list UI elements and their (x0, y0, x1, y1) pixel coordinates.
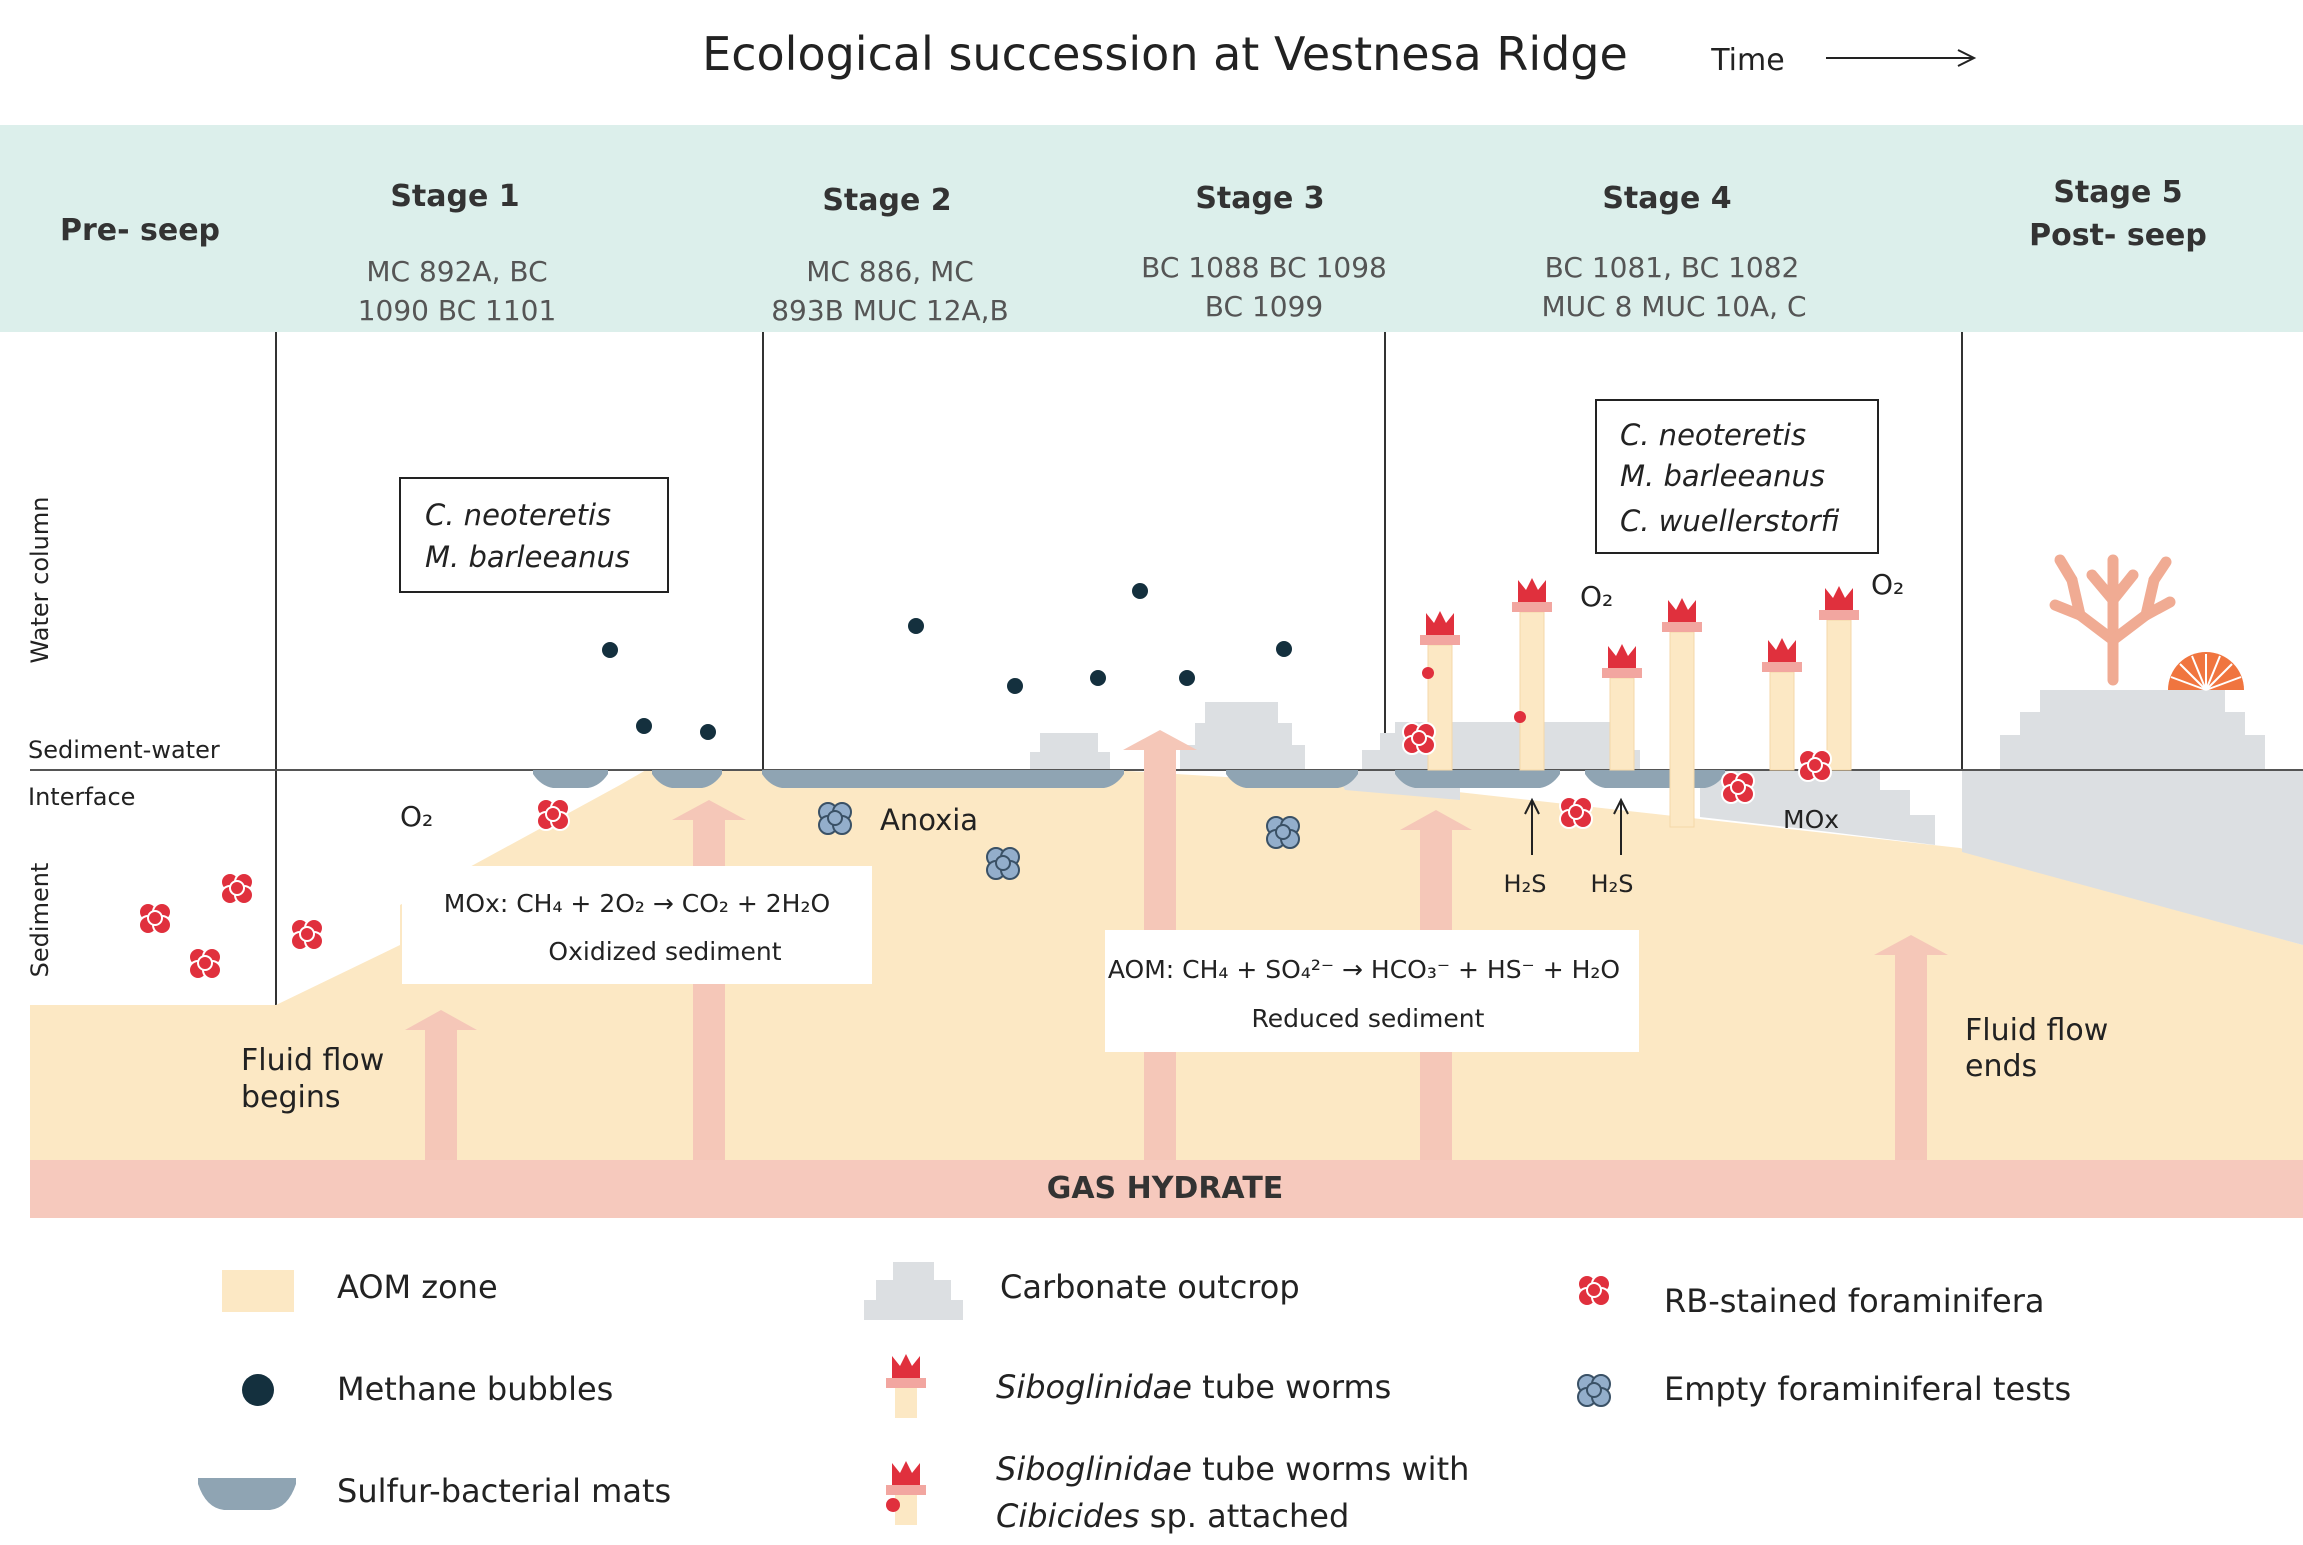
oxidized-sediment-label: Oxidized sediment (548, 937, 781, 966)
legend-carbonate-label: Carbonate outcrop (1000, 1268, 1300, 1306)
aom-reaction-box: AOM: CH₄ + SO₄²⁻ → HCO₃⁻ + HS⁻ + H₂O Red… (1105, 930, 1639, 1052)
fluid-flow-ends-line1: Fluid flow (1965, 1013, 2108, 1048)
o2-label-stage-4b: O₂ (1871, 568, 1904, 601)
stage-2-samples-line1: MC 886, MC (806, 255, 974, 288)
species-2-3: C. wuellerstorfi (1620, 504, 1840, 538)
stage-2-label: Stage 2 (822, 183, 951, 218)
species-box-stage-1: C. neoteretis M. barleeanus (399, 477, 669, 593)
time-label: Time (1710, 43, 1784, 78)
legend-methane-bubble-swatch (242, 1374, 274, 1406)
mox-reaction: MOx: CH₄ + 2O₂ → CO₂ + 2H₂O (444, 889, 830, 918)
legend-rb-stained-label: RB-stained foraminifera (1664, 1282, 2044, 1320)
legend-carbonate-swatch (864, 1262, 963, 1320)
legend-rb-foram-swatch (1577, 1274, 1611, 1307)
stage-4-label: Stage 4 (1602, 181, 1731, 216)
interface-label: Interface (28, 783, 135, 811)
gas-hydrate-band (30, 1160, 2303, 1218)
stage-1-samples-line1: MC 892A, BC (366, 255, 547, 288)
o2-label-stage-1: O₂ (400, 800, 433, 833)
legend-aom-zone-swatch (222, 1270, 294, 1312)
aom-reaction: AOM: CH₄ + SO₄²⁻ → HCO₃⁻ + HS⁻ + H₂O (1108, 955, 1620, 984)
reduced-sediment-label: Reduced sediment (1252, 1004, 1485, 1033)
species-1-2: M. barleeanus (425, 540, 630, 574)
species-2-1: C. neoteretis (1620, 418, 1806, 452)
stage-1-label: Stage 1 (390, 179, 519, 214)
legend-tube-worms-with-label: Siboglinidae tube worms with (996, 1450, 1469, 1488)
stage-3-label: Stage 3 (1195, 181, 1324, 216)
sediment-label: Sediment (26, 863, 54, 978)
species-2-2: M. barleeanus (1620, 459, 1825, 493)
anoxia-label: Anoxia (880, 803, 978, 837)
species-box-stage-4: C. neoteretis M. barleeanus C. wuellerst… (1595, 399, 1879, 554)
fluid-flow-ends-line2: ends (1965, 1049, 2037, 1084)
legend-cibicides-label: Cibicides sp. attached (996, 1497, 1349, 1535)
stage-5-label: Stage 5 (2053, 175, 2182, 210)
carbonate-outcrops (1030, 690, 2265, 770)
sponge-icon (2168, 652, 2244, 691)
species-1-1: C. neoteretis (425, 498, 611, 532)
stage-3-samples-line1: BC 1088 BC 1098 (1141, 251, 1387, 284)
stage-dividers (275, 332, 1963, 1005)
legend-empty-foram-swatch (1577, 1374, 1611, 1407)
h2s-arrows (1524, 797, 1629, 855)
stage-2-samples-line2: 893B MUC 12A,B (771, 294, 1009, 327)
mox-reaction-box: MOx: CH₄ + 2O₂ → CO₂ + 2H₂O Oxidized sed… (402, 866, 872, 984)
diagram-title: Ecological succession at Vestnesa Ridge (702, 27, 1628, 81)
legend-methane-bubbles-label: Methane bubbles (337, 1370, 613, 1408)
legend-tube-worms-label: Siboglinidae tube worms (996, 1368, 1391, 1406)
gas-hydrate-label: GAS HYDRATE (1047, 1171, 1284, 1206)
time-arrow (1826, 49, 1977, 67)
legend-sulfur-mat-swatch (198, 1478, 296, 1510)
water-column-label: Water column (26, 497, 54, 664)
h2s-label-1: H₂S (1504, 870, 1547, 898)
stage-1-samples-line2: 1090 BC 1101 (358, 294, 557, 327)
fluid-flow-begins-line1: Fluid flow (241, 1043, 384, 1078)
stage-pre-seep-label: Pre- seep (60, 213, 220, 248)
fluid-flow-begins-line2: begins (241, 1080, 341, 1115)
coral-icon (2049, 554, 2176, 686)
mox-label: MOx (1783, 805, 1839, 834)
legend-sulfur-mats-label: Sulfur-bacterial mats (337, 1472, 671, 1510)
h2s-label-2: H₂S (1591, 870, 1634, 898)
header-band (0, 125, 2303, 332)
legend: AOM zone Methane bubbles Sulfur-bacteria… (198, 1262, 2071, 1535)
legend-aom-zone-label: AOM zone (337, 1268, 498, 1306)
post-seep-label: Post- seep (2029, 218, 2207, 253)
o2-label-stage-4a: O₂ (1580, 580, 1613, 613)
legend-tube-worm-cibicides-swatch (886, 1461, 926, 1525)
stage-4-samples-line2: MUC 8 MUC 10A, C (1541, 290, 1806, 323)
subsurface-carbonate (1335, 770, 2303, 945)
legend-empty-tests-label: Empty foraminiferal tests (1664, 1370, 2071, 1408)
sediment-water-label: Sediment-water (28, 736, 220, 764)
tube-worms (1420, 578, 1859, 828)
legend-tube-worm-swatch (886, 1354, 926, 1418)
stage-4-samples-line1: BC 1081, BC 1082 (1545, 251, 1800, 284)
stage-3-samples-line2: BC 1099 (1205, 290, 1323, 323)
methane-bubbles (602, 583, 1292, 740)
